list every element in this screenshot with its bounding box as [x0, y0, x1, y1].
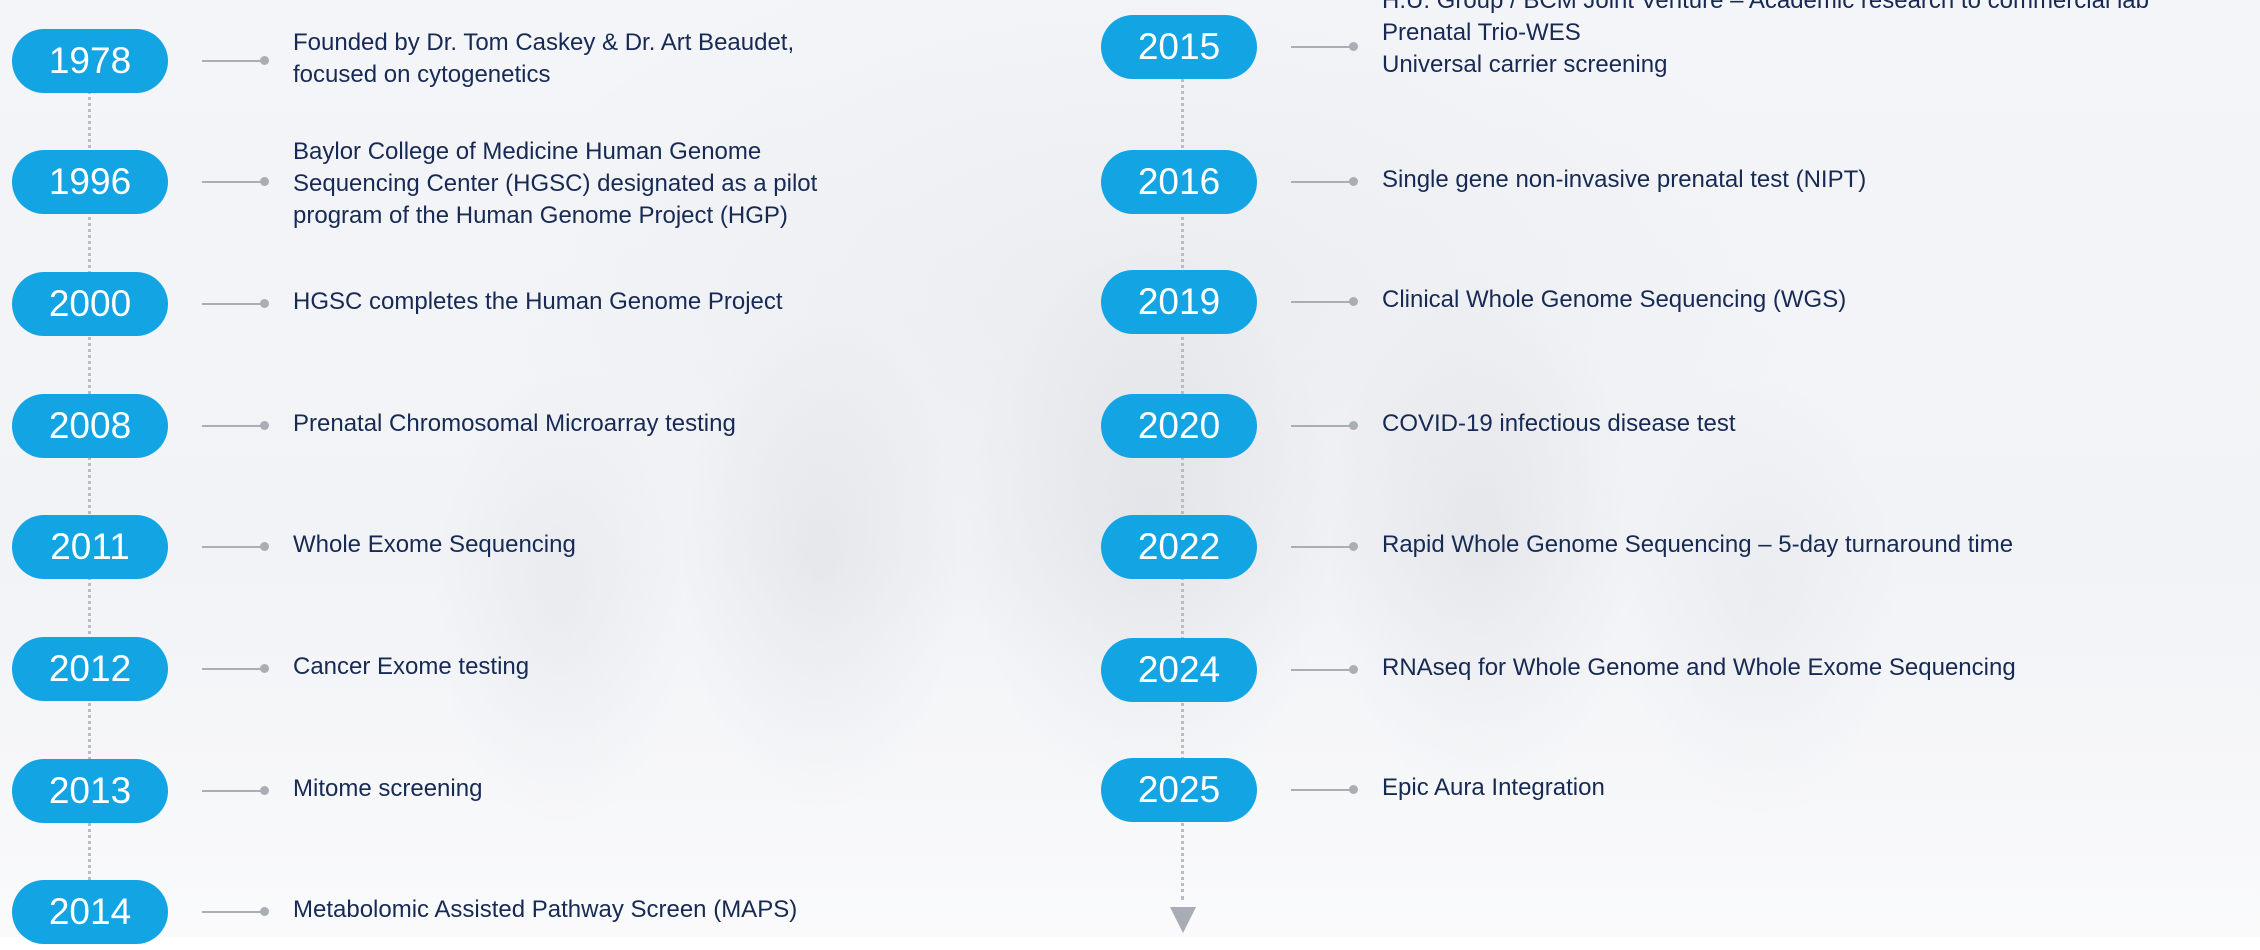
event-description: HGSC completes the Human Genome Project [293, 286, 783, 318]
year-badge: 1978 [12, 29, 168, 93]
event-description: Epic Aura Integration [1382, 772, 1605, 804]
connector-line [1291, 546, 1353, 548]
year-badge: 2008 [12, 394, 168, 458]
event-description: Whole Exome Sequencing [293, 529, 576, 561]
connector-dot-icon [1349, 665, 1358, 674]
connector-line [1291, 181, 1353, 183]
year-badge: 2011 [12, 515, 168, 579]
connector-dot-icon [1349, 42, 1358, 51]
event-description: Cancer Exome testing [293, 651, 529, 683]
connector-dot-icon [260, 299, 269, 308]
connector-dot-icon [1349, 785, 1358, 794]
description-line: Whole Exome Sequencing [293, 531, 576, 558]
event-description: RNAseq for Whole Genome and Whole Exome … [1382, 652, 2016, 684]
connector-line [202, 668, 264, 670]
year-badge: 1996 [12, 150, 168, 214]
event-description: Clinical Whole Genome Sequencing (WGS) [1382, 284, 1846, 316]
description-line: Metabolomic Assisted Pathway Screen (MAP… [293, 896, 798, 923]
timeline-arrow-icon [1170, 907, 1196, 933]
left-timeline-line [88, 60, 91, 910]
description-line: focused on cytogenetics [293, 61, 551, 88]
year-badge: 2015 [1101, 15, 1257, 79]
connector-line [1291, 789, 1353, 791]
year-badge: 2020 [1101, 394, 1257, 458]
connector-dot-icon [1349, 297, 1358, 306]
description-line: Clinical Whole Genome Sequencing (WGS) [1382, 286, 1847, 313]
year-badge: 2022 [1101, 515, 1257, 579]
connector-line [202, 790, 264, 792]
connector-line [1291, 301, 1353, 303]
connector-line [202, 60, 264, 62]
event-description: Mitome screening [293, 773, 482, 805]
connector-dot-icon [260, 664, 269, 673]
connector-line [1291, 669, 1353, 671]
connector-dot-icon [260, 786, 269, 795]
year-badge: 2016 [1101, 150, 1257, 214]
description-line: HGSC completes the Human Genome Project [293, 288, 783, 315]
connector-dot-icon [260, 421, 269, 430]
connector-line [202, 181, 264, 183]
event-description: COVID-19 infectious disease test [1382, 408, 1736, 440]
description-line: Sequencing Center (HGSC) designated as a… [293, 170, 818, 197]
description-line: Prenatal Chromosomal Microarray testing [293, 410, 736, 437]
event-description: Founded by Dr. Tom Caskey & Dr. Art Beau… [293, 27, 794, 91]
event-description: H.U. Group / BCM Joint Venture – Academi… [1382, 0, 2149, 81]
year-badge: 2000 [12, 272, 168, 336]
description-line: Universal carrier screening [1382, 51, 1668, 78]
description-line: Mitome screening [293, 775, 483, 802]
connector-dot-icon [260, 907, 269, 916]
right-timeline-line [1181, 60, 1184, 900]
connector-dot-icon [1349, 421, 1358, 430]
event-description: Rapid Whole Genome Sequencing – 5-day tu… [1382, 529, 2013, 561]
connector-line [202, 546, 264, 548]
year-badge: 2014 [12, 880, 168, 944]
connector-dot-icon [1349, 177, 1358, 186]
connector-line [202, 425, 264, 427]
year-badge: 2024 [1101, 638, 1257, 702]
year-badge: 2013 [12, 759, 168, 823]
connector-dot-icon [260, 56, 269, 65]
description-line: H.U. Group / BCM Joint Venture – Academi… [1382, 0, 2149, 14]
event-description: Prenatal Chromosomal Microarray testing [293, 408, 736, 440]
connector-line [202, 911, 264, 913]
description-line: Epic Aura Integration [1382, 774, 1605, 801]
connector-dot-icon [260, 542, 269, 551]
connector-line [1291, 425, 1353, 427]
connector-dot-icon [1349, 542, 1358, 551]
year-badge: 2019 [1101, 270, 1257, 334]
connector-line [1291, 46, 1353, 48]
description-line: Founded by Dr. Tom Caskey & Dr. Art Beau… [293, 29, 795, 56]
description-line: Single gene non-invasive prenatal test (… [1382, 166, 1867, 193]
description-line: program of the Human Genome Project (HGP… [293, 202, 788, 229]
event-description: Metabolomic Assisted Pathway Screen (MAP… [293, 894, 797, 926]
description-line: Prenatal Trio-WES [1382, 19, 1581, 46]
description-line: COVID-19 infectious disease test [1382, 410, 1736, 437]
description-line: RNAseq for Whole Genome and Whole Exome … [1382, 654, 2016, 681]
description-line: Rapid Whole Genome Sequencing – 5-day tu… [1382, 531, 2014, 558]
year-badge: 2012 [12, 637, 168, 701]
description-line: Baylor College of Medicine Human Genome [293, 138, 762, 165]
description-line: Cancer Exome testing [293, 653, 530, 680]
connector-line [202, 303, 264, 305]
year-badge: 2025 [1101, 758, 1257, 822]
event-description: Single gene non-invasive prenatal test (… [1382, 164, 1866, 196]
connector-dot-icon [260, 177, 269, 186]
